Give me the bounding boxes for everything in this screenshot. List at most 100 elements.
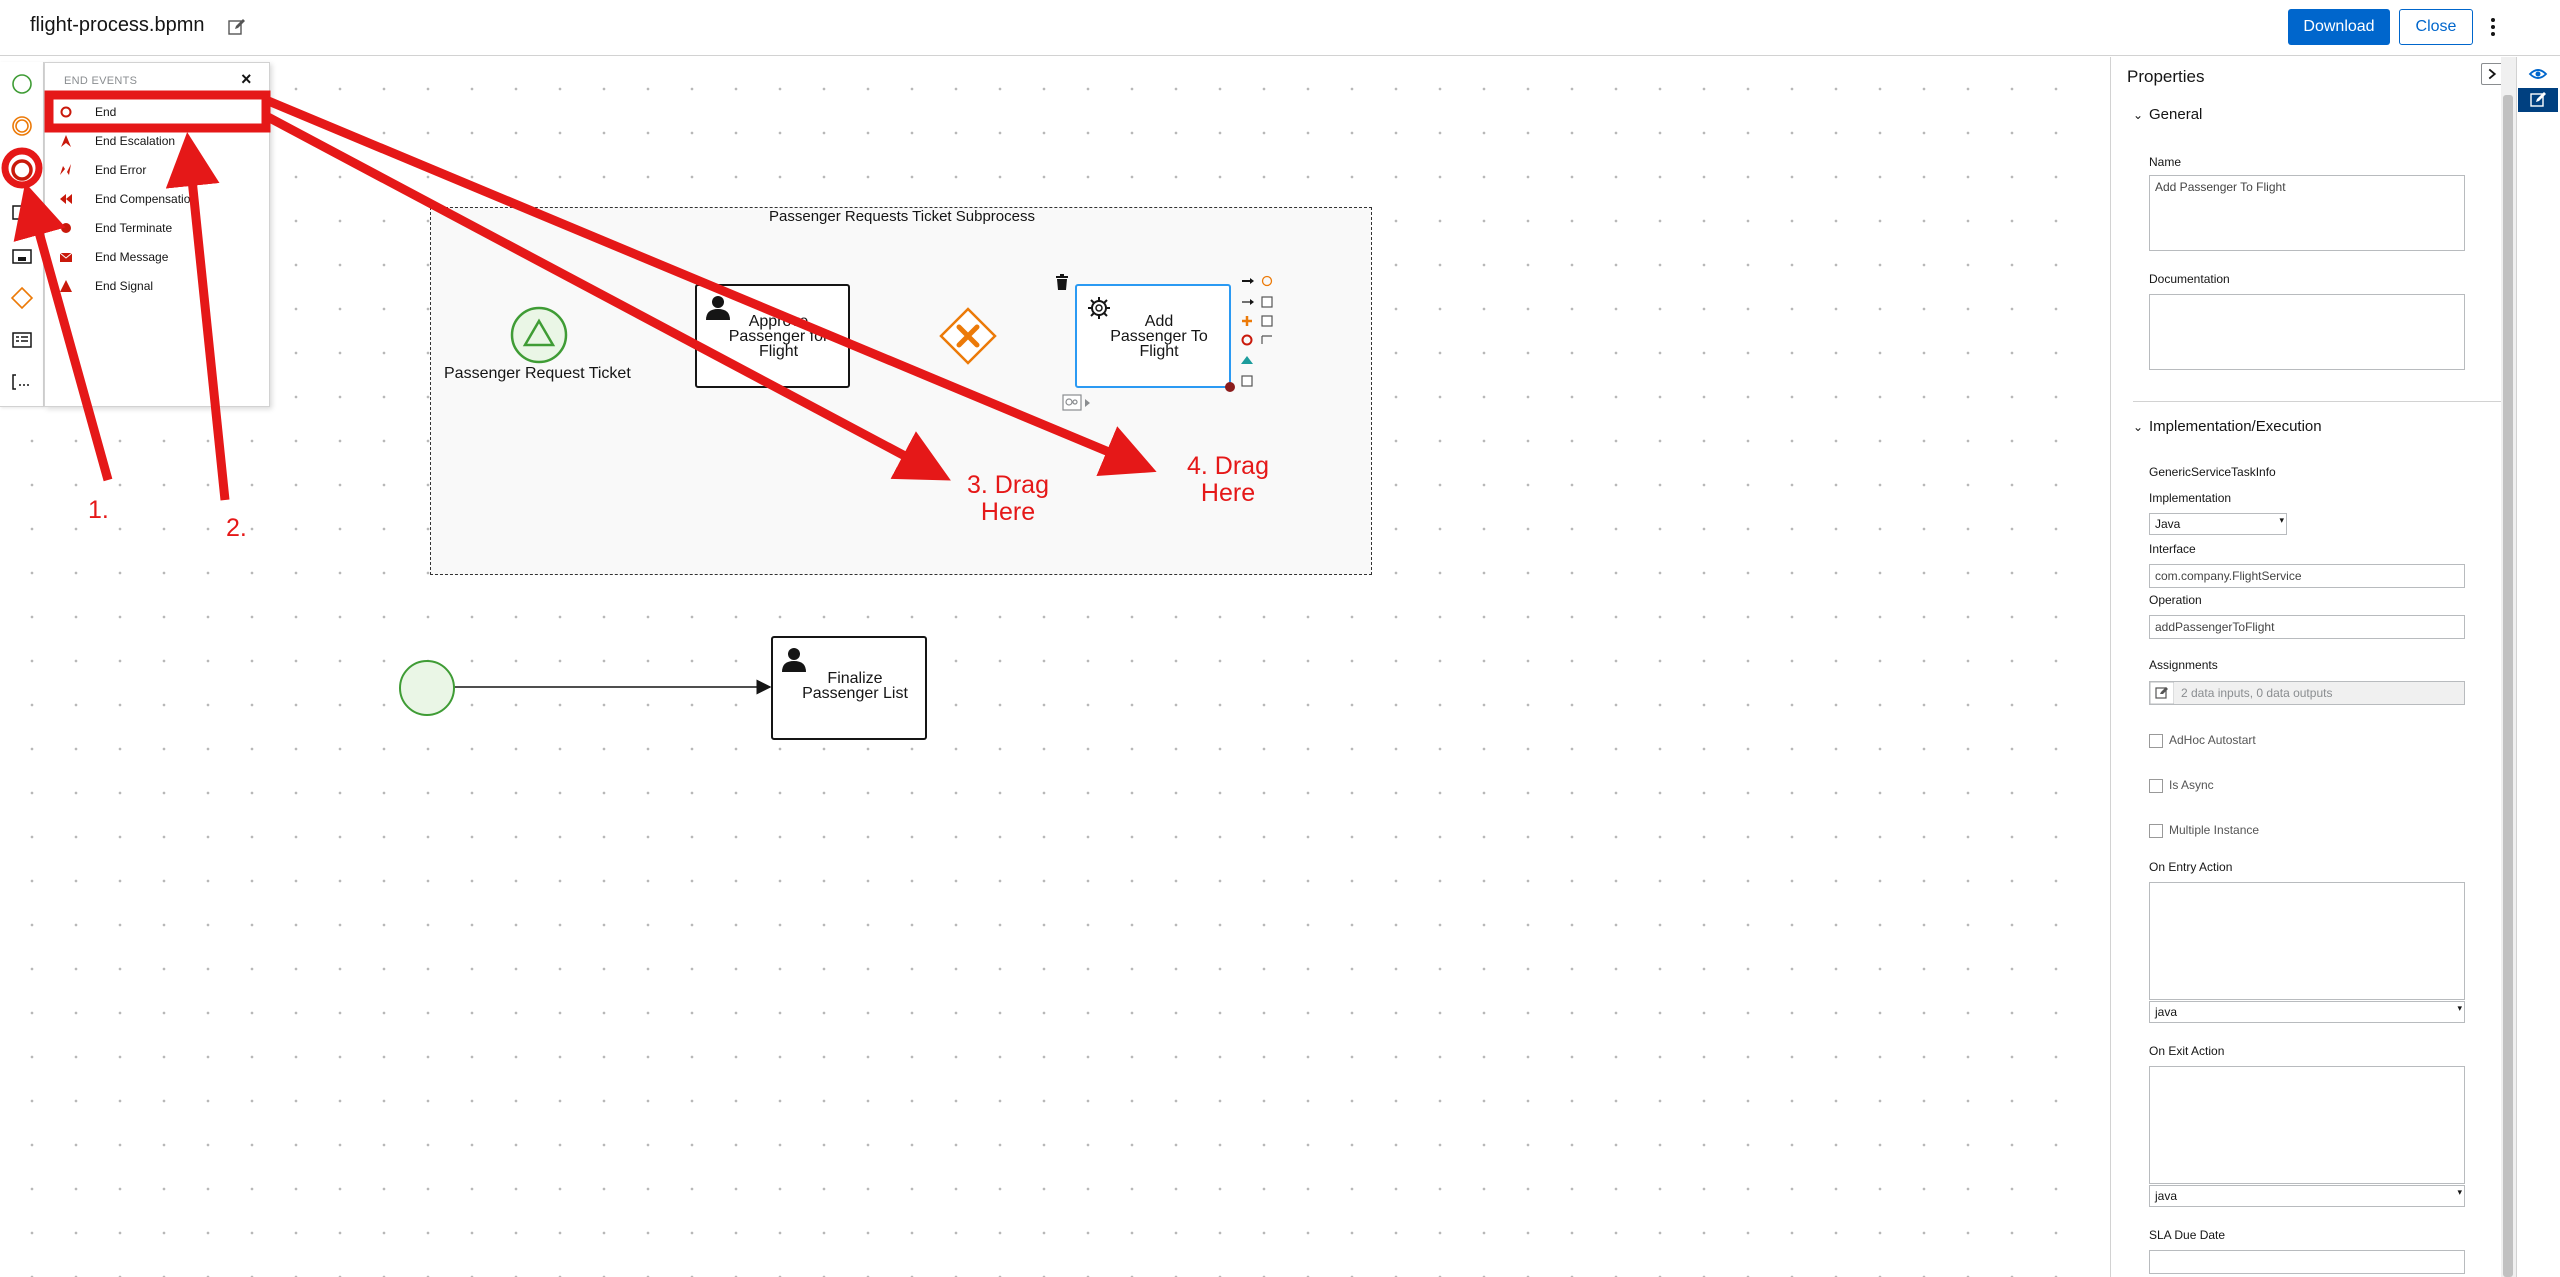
chevron-down-icon: ⌄ xyxy=(2133,420,2144,434)
checkbox-box[interactable] xyxy=(2149,778,2163,793)
section-title: Implementation/Execution xyxy=(2149,418,2322,435)
end-signal-icon xyxy=(60,280,72,292)
task-label-line: Passenger for xyxy=(728,328,829,345)
flyout-item-label: End xyxy=(95,105,117,119)
name-field[interactable]: Add Passenger To Flight xyxy=(2149,175,2465,251)
select-value: Java xyxy=(2155,517,2181,531)
flyout-item-end-error[interactable]: End Error xyxy=(59,159,259,181)
operation-input[interactable] xyxy=(2149,615,2465,639)
on-entry-language-select[interactable]: java ▾ xyxy=(2149,1001,2465,1023)
adhoc-autostart-checkbox[interactable]: AdHoc Autostart xyxy=(2149,733,2256,748)
end-message-icon xyxy=(59,252,73,262)
kebab-menu-icon[interactable] xyxy=(2486,14,2500,40)
user-task-icon xyxy=(782,648,806,672)
start-event[interactable] xyxy=(510,306,568,364)
tasks-palette-icon[interactable] xyxy=(8,198,36,226)
collapse-panel-icon[interactable] xyxy=(2481,63,2503,85)
end-terminate-icon xyxy=(61,223,71,233)
start-event-label: Passenger Request Ticket xyxy=(444,365,631,382)
sla-due-date-label: SLA Due Date xyxy=(2149,1228,2226,1242)
annotation-step-4: 4. Drag Here xyxy=(1168,453,1288,507)
name-label: Name xyxy=(2149,155,2182,169)
exclusive-gateway[interactable] xyxy=(938,306,998,366)
on-entry-script[interactable] xyxy=(2149,882,2465,1000)
annotation-step-2: 2. xyxy=(226,514,247,542)
implementation-select[interactable]: Java ▾ xyxy=(2149,513,2287,535)
sla-due-date-input[interactable] xyxy=(2149,1250,2465,1274)
assignments-summary: 2 data inputs, 0 data outputs xyxy=(2181,686,2333,700)
interface-input[interactable] xyxy=(2149,564,2465,588)
eye-icon[interactable] xyxy=(2518,62,2558,86)
documentation-label: Documentation xyxy=(2149,272,2230,286)
close-button[interactable]: Close xyxy=(2399,9,2473,45)
assignments-field[interactable]: 2 data inputs, 0 data outputs xyxy=(2149,681,2465,705)
is-async-checkbox[interactable]: Is Async xyxy=(2149,778,2214,793)
resize-handle[interactable] xyxy=(1224,381,1236,393)
end-events-palette-icon[interactable] xyxy=(8,156,36,184)
file-title: flight-process.bpmn xyxy=(30,14,205,36)
artifacts-palette-icon[interactable] xyxy=(8,368,36,396)
flyout-item-end-signal[interactable]: End Signal xyxy=(59,275,259,297)
editor-header: flight-process.bpmn Download Close xyxy=(0,0,2560,56)
scrollbar-thumb[interactable] xyxy=(2503,95,2513,1277)
checkbox-box[interactable] xyxy=(2149,733,2163,748)
task-label-line: Passenger To xyxy=(1110,328,1208,345)
checkbox-label: Multiple Instance xyxy=(2169,823,2260,837)
intermediate-events-palette-icon[interactable] xyxy=(8,112,36,140)
task-label-line: Passenger List xyxy=(802,685,908,702)
on-exit-label: On Exit Action xyxy=(2149,1044,2225,1058)
flyout-close-icon[interactable]: × xyxy=(241,69,252,89)
download-button[interactable]: Download xyxy=(2288,9,2390,45)
flyout-item-end-compensation[interactable]: End Compensation xyxy=(59,188,259,210)
flyout-item-label: End Error xyxy=(95,163,147,177)
edit-properties-icon[interactable] xyxy=(2518,88,2558,112)
annotation-step-1: 1. xyxy=(88,496,109,524)
end-error-icon xyxy=(60,164,71,175)
general-section-header[interactable]: ⌄ General xyxy=(2133,106,2202,123)
on-exit-script[interactable] xyxy=(2149,1066,2465,1184)
context-toolbox[interactable] xyxy=(1240,272,1276,392)
task-label-line: Flight xyxy=(1139,343,1179,360)
flyout-item-label: End Terminate xyxy=(95,221,173,235)
flyout-item-end-escalation[interactable]: End Escalation xyxy=(59,130,259,152)
flyout-item-label: End Message xyxy=(95,250,169,264)
end-compensation-icon xyxy=(60,194,72,204)
select-value: java xyxy=(2155,1189,2178,1203)
checkbox-box[interactable] xyxy=(2149,823,2163,838)
start-event-2[interactable] xyxy=(398,659,456,717)
morph-toolbox-icon[interactable] xyxy=(1062,393,1092,413)
multiple-instance-checkbox[interactable]: Multiple Instance xyxy=(2149,823,2259,838)
end-escalation-icon xyxy=(61,135,71,147)
edit-assignments-icon[interactable] xyxy=(2150,682,2174,704)
flyout-item-end-terminate[interactable]: End Terminate xyxy=(59,217,259,239)
section-title: General xyxy=(2149,106,2203,123)
containers-palette-icon[interactable] xyxy=(8,326,36,354)
task-add-passenger[interactable]: Add Passenger To Flight xyxy=(1075,284,1231,388)
start-events-palette-icon[interactable] xyxy=(8,70,36,98)
flyout-item-label: End Compensation xyxy=(95,192,198,206)
subprocess-palette-icon[interactable] xyxy=(8,242,36,270)
select-value: java xyxy=(2155,1005,2178,1019)
task-finalize-passenger-list[interactable]: Finalize Passenger List xyxy=(771,636,927,740)
caret-down-icon: ▾ xyxy=(2457,1003,2462,1013)
caret-down-icon: ▾ xyxy=(2457,1187,2462,1197)
chevron-down-icon: ⌄ xyxy=(2133,108,2144,122)
checkbox-label: Is Async xyxy=(2169,778,2214,792)
trash-icon[interactable] xyxy=(1055,274,1069,290)
task-label-line: Finalize xyxy=(827,670,883,687)
generic-service-label: GenericServiceTaskInfo xyxy=(2149,465,2276,479)
edit-title-icon[interactable] xyxy=(228,18,246,36)
flyout-item-end-message[interactable]: End Message xyxy=(59,246,259,268)
task-label-line: Approve xyxy=(748,313,809,330)
diagram-shapes xyxy=(454,334,772,695)
documentation-field[interactable] xyxy=(2149,294,2465,370)
flyout-item-label: End Escalation xyxy=(95,134,176,148)
checkbox-label: AdHoc Autostart xyxy=(2169,733,2256,747)
task-approve-passenger[interactable]: Approve Passenger for Flight xyxy=(695,284,850,388)
task-label-line: Flight xyxy=(758,343,799,360)
on-exit-language-select[interactable]: java ▾ xyxy=(2149,1185,2465,1207)
gateways-palette-icon[interactable] xyxy=(8,284,36,312)
implementation-section-header[interactable]: ⌄ Implementation/Execution xyxy=(2133,418,2322,435)
operation-label: Operation xyxy=(2149,593,2202,607)
flyout-item-end[interactable]: End xyxy=(59,101,259,123)
